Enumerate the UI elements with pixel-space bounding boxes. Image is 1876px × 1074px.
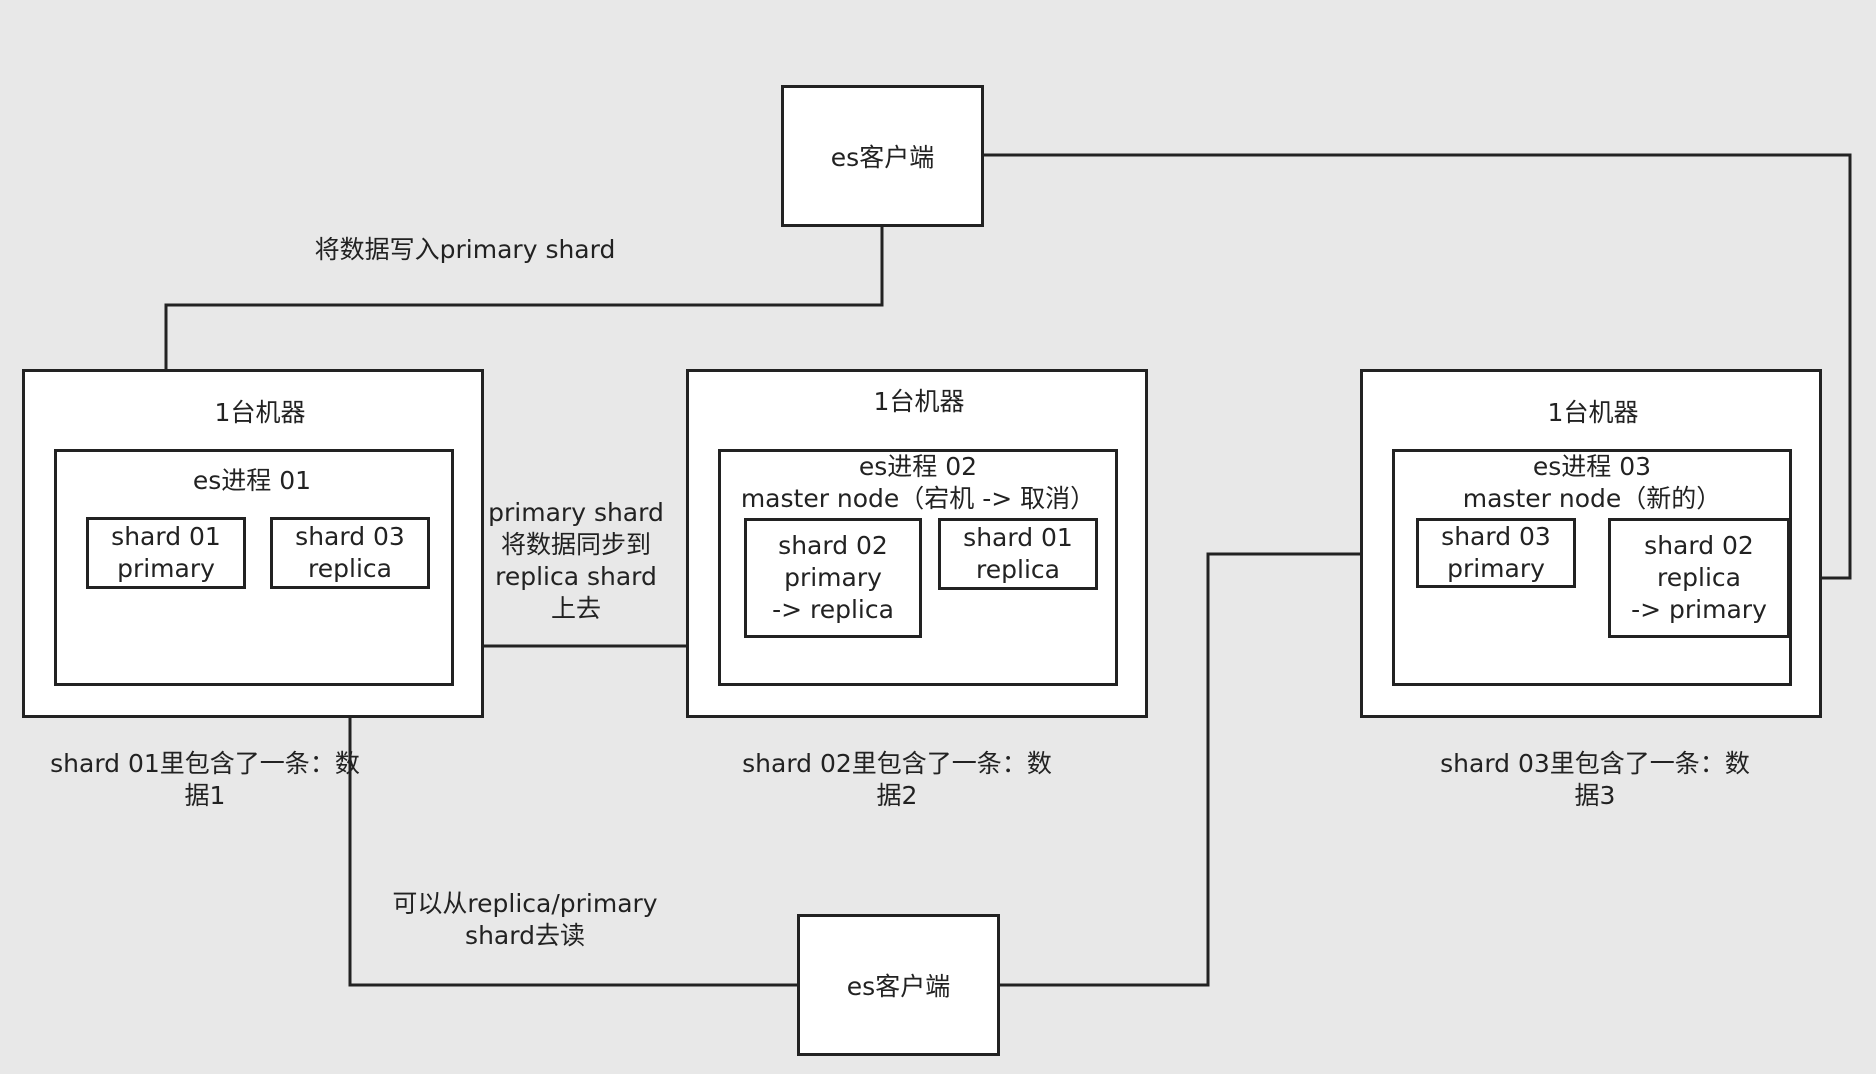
machine-2-title: 1台机器 (873, 387, 965, 416)
shard-01-replica-line1: shard 01 (963, 523, 1073, 552)
sync-label-line2: 将数据同步到 (500, 530, 651, 559)
machine-1-caption-line1: shard 01里包含了一条：数 (50, 749, 360, 778)
shard-01-replica: shard 01 replica (938, 518, 1098, 590)
machine-3-caption-line1: shard 03里包含了一条：数 (1440, 749, 1750, 778)
es-client-top: es客户端 (781, 85, 984, 227)
machine-1-caption-line2: 据1 (184, 781, 226, 810)
edge-read-from-primary (998, 545, 1416, 987)
es-process-03-line2: master node（新的） (1462, 484, 1722, 513)
shard-02-replica-line3: -> primary (1631, 595, 1767, 624)
shard-01-primary-line2: primary (117, 554, 215, 583)
shard-03-replica-line2: replica (308, 554, 392, 583)
es-client-bottom: es客户端 (797, 914, 1000, 1056)
edge-read-from-replica (341, 592, 798, 987)
edge-client-to-shard02-replica (982, 153, 1852, 587)
shard-03-primary: shard 03 primary (1416, 518, 1576, 588)
shard-03-replica: shard 03 replica (270, 517, 430, 589)
shard-03-replica-line1: shard 03 (295, 522, 405, 551)
sync-label-line4: 上去 (550, 594, 601, 623)
machine-2-caption-line2: 据2 (876, 781, 918, 810)
es-process-02-line1: es进程 02 (858, 452, 978, 481)
shard-03-primary-line1: shard 03 (1441, 522, 1551, 551)
shard-02-primary-to-replica: shard 02 primary -> replica (744, 518, 922, 638)
sync-label-line3: replica shard (495, 562, 657, 591)
shard-02-box-line2: primary (784, 563, 882, 592)
shard-01-primary: shard 01 primary (86, 517, 246, 589)
shard-02-replica-line2: replica (1657, 563, 1741, 592)
write-label: 将数据写入primary shard (314, 235, 616, 264)
es-client-bottom-label: es客户端 (846, 972, 951, 1001)
es-process-03-line1: es进程 03 (1532, 452, 1652, 481)
machine-2-caption-line1: shard 02里包含了一条：数 (742, 749, 1052, 778)
es-client-top-label: es客户端 (830, 143, 935, 172)
machine-1-title: 1台机器 (214, 398, 306, 427)
shard-01-primary-line1: shard 01 (111, 522, 221, 551)
read-label-line1: 可以从replica/primary (392, 889, 658, 918)
shard-01-replica-line2: replica (976, 555, 1060, 584)
shard-02-box-line1: shard 02 (778, 531, 888, 560)
es-process-01-label: es进程 01 (192, 466, 312, 495)
shard-03-primary-line2: primary (1447, 554, 1545, 583)
machine-3-caption-line2: 据3 (1574, 781, 1616, 810)
sync-label-line1: primary shard (488, 498, 664, 527)
es-process-02-line2: master node（宕机 -> 取消） (740, 484, 1096, 513)
read-label-line2: shard去读 (465, 921, 585, 950)
shard-02-replica-to-primary: shard 02 replica -> primary (1608, 518, 1790, 638)
shard-02-box-line3: -> replica (772, 595, 894, 624)
machine-3-title: 1台机器 (1547, 398, 1639, 427)
shard-02-replica-line1: shard 02 (1644, 531, 1754, 560)
